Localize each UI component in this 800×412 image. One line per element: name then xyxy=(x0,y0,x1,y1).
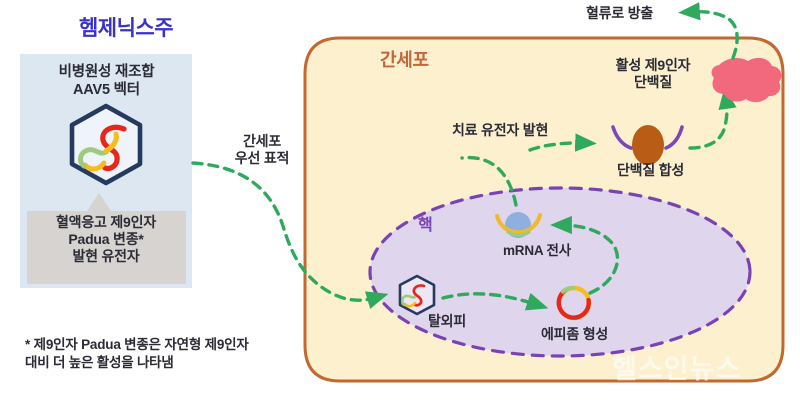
dna-strand-small-yellow xyxy=(403,301,417,308)
arrow-gene-expression-tail xyxy=(528,133,597,152)
gene-callout-label: 혈액응고 제9인자 Padua 변종* 발현 유전자 xyxy=(55,214,157,265)
arrow-transcription xyxy=(550,215,620,295)
arrow-gene-expression xyxy=(460,155,518,207)
episome-ring-red-arc xyxy=(556,288,591,320)
label-release-to-bloodstream: 혈류로 방출 xyxy=(586,5,654,21)
dna-strand-yellow-2 xyxy=(103,131,119,154)
label-protein-synthesis: 단백질 합성 xyxy=(617,162,685,178)
label-hepatocyte-target: 간세포 우선 표적 xyxy=(234,133,290,167)
ribosome-body-icon xyxy=(632,125,664,165)
active-factor-protein-icon xyxy=(711,57,782,103)
footnote-text: * 제9인자 Padua 변종은 자연형 제9인자 대비 더 높은 활성을 나타… xyxy=(25,337,249,371)
label-episome-formation: 에피좀 형성 xyxy=(541,326,609,342)
label-mrna-transcription: mRNA 전사 xyxy=(503,243,571,258)
mrna-strand-yellow xyxy=(494,212,543,235)
dna-strand-green xyxy=(78,147,109,169)
ribosome-arc-right xyxy=(664,125,684,150)
page-title: 헴제닉스주 xyxy=(78,17,174,40)
mrna-strand-green-tint xyxy=(506,230,531,237)
episome-ring-green-arc xyxy=(560,285,576,294)
ribosome-arc-left xyxy=(611,125,633,150)
label-liver-cell: 간세포 xyxy=(380,50,429,70)
vector-title-label: 비병원성 재조합 AAV5 벡터 xyxy=(58,64,155,98)
label-nucleus: 핵 xyxy=(418,217,433,234)
arrow-uncoating xyxy=(441,292,549,311)
watermark: 헬스인뉴스 xyxy=(612,354,742,384)
label-uncoating: 탈외피 xyxy=(428,313,467,329)
dna-strand-small-green xyxy=(400,294,417,307)
arrow-protein-transport xyxy=(688,87,737,150)
gene-callout-box xyxy=(27,193,186,284)
label-gene-expression: 치료 유전자 발현 xyxy=(452,122,549,138)
arrow-release-to-bloodstream xyxy=(678,2,739,60)
label-active-factor-protein: 활성 제9인자 단백질 xyxy=(615,57,691,91)
nucleus-body xyxy=(368,186,752,358)
arrow-hepatocyte-targeting xyxy=(191,161,389,309)
dna-strand-small-red xyxy=(412,284,426,307)
